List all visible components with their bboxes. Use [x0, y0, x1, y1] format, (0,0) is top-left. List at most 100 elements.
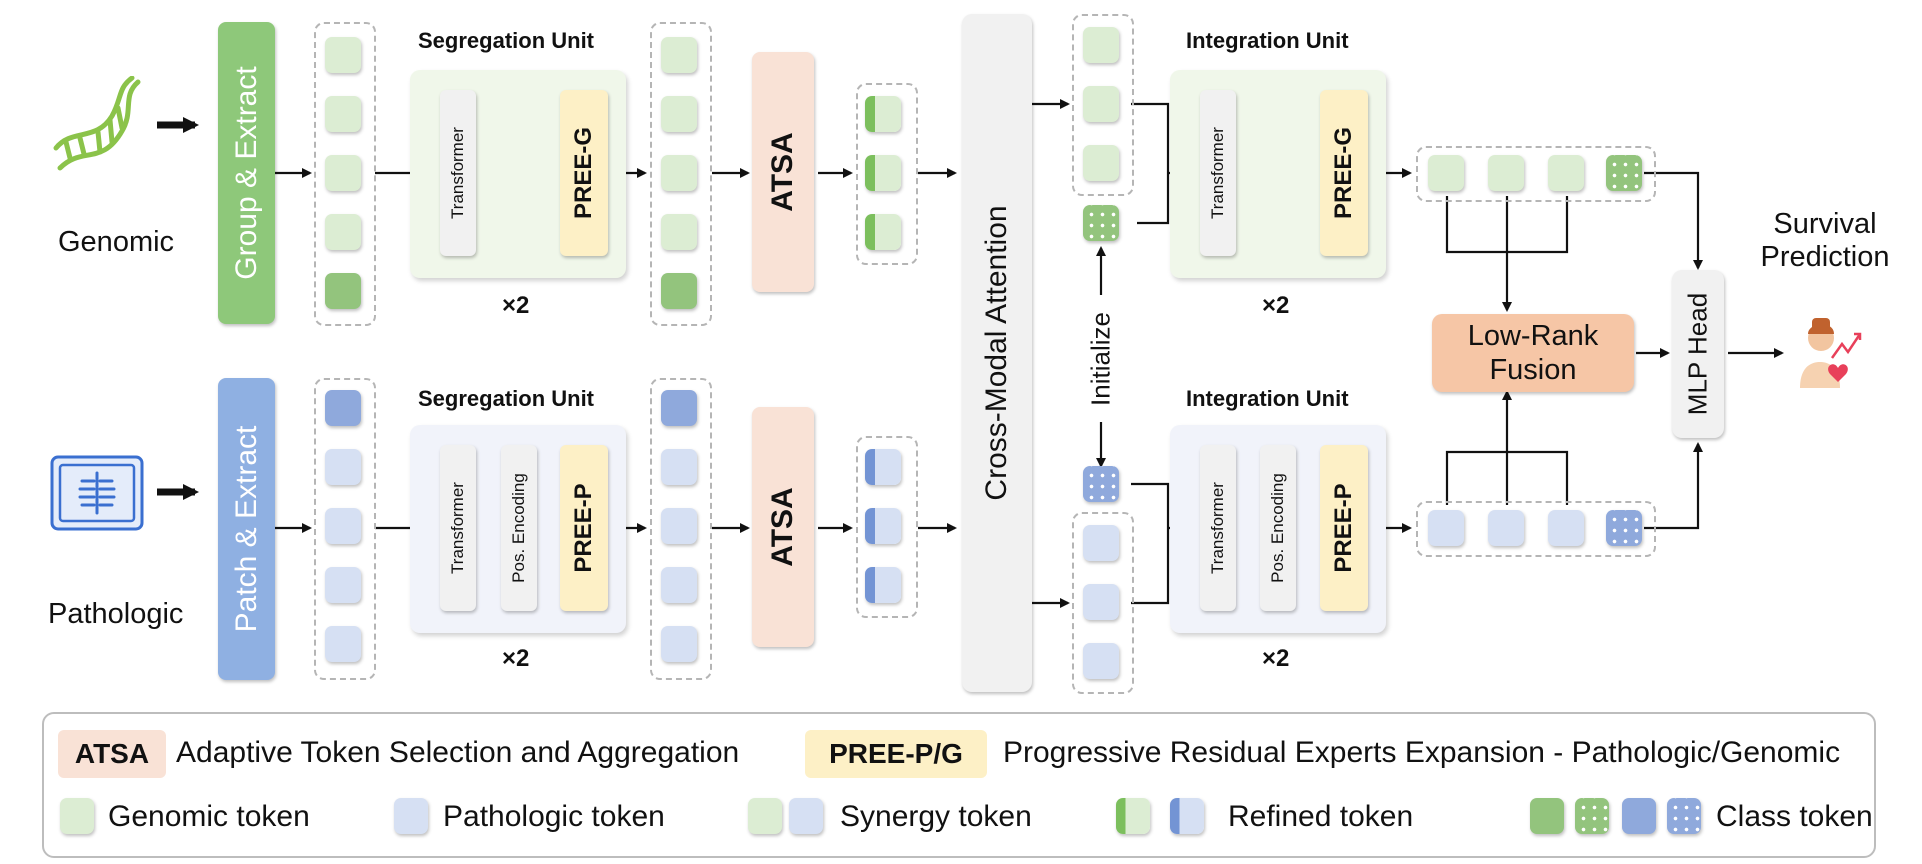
survival-prediction-label: Survival Prediction: [1760, 208, 1890, 273]
repeat-label: ×2: [1262, 292, 1290, 319]
legend-pathologic-token-swatch: [394, 798, 428, 834]
legend-genomic-token: Genomic token: [108, 800, 310, 833]
refined-genomic-token-group: [856, 83, 918, 265]
mlp-head-block: MLP Head: [1672, 270, 1724, 438]
group-extract-box: Group & Extract: [218, 22, 275, 324]
genomic-output-token-row: [1416, 146, 1656, 202]
pree-g-block: PREE-G: [560, 90, 608, 256]
pathologic-class-token: [661, 390, 697, 426]
pathologic-token: [325, 508, 361, 544]
pree-p-block: PREE-P: [1320, 445, 1368, 611]
pathologic-class-token: [1606, 510, 1642, 546]
legend-genomic-token-swatch: [60, 798, 94, 834]
dna-icon: [53, 76, 141, 171]
segregation-unit-title: Segregation Unit: [418, 28, 595, 53]
pathologic-output-token-row: [1416, 501, 1656, 557]
atsa-block-pathologic: ATSA: [752, 407, 814, 647]
pree-p-block: PREE-P: [560, 445, 608, 611]
legend-atsa-tag: ATSA: [58, 730, 166, 778]
genomic-class-token: [661, 273, 697, 309]
repeat-label: ×2: [502, 645, 530, 672]
repeat-label: ×2: [1262, 645, 1290, 672]
genomic-label: Genomic: [58, 226, 175, 258]
legend-synergy-token-swatch-g: [748, 798, 782, 834]
pathologic-class-token: [325, 390, 361, 426]
atsa-block-genomic: ATSA: [752, 52, 814, 292]
legend-refined-token-swatch-p: [1170, 798, 1204, 834]
legend-class-token-swatch-p: [1622, 798, 1656, 834]
pathologic-token: [661, 626, 697, 662]
genomic-token: [661, 37, 697, 73]
pathologic-token: [661, 567, 697, 603]
legend-refined-token: Refined token: [1228, 800, 1414, 833]
transformer-label: Transformer: [1208, 127, 1227, 219]
synergy-token-group: [1072, 512, 1134, 694]
transformer-label: Transformer: [448, 127, 467, 219]
segregation-unit-title: Segregation Unit: [418, 386, 595, 411]
synergy-token: [1488, 155, 1524, 191]
mlp-head-label: MLP Head: [1682, 292, 1713, 416]
pathologic-token: [325, 567, 361, 603]
synergy-token: [1548, 510, 1584, 546]
genomic-token: [325, 96, 361, 132]
genomic-token-group: [314, 22, 376, 326]
low-rank-fusion-label: Low-Rank Fusion: [1467, 320, 1599, 386]
cross-modal-attention-label: Cross-Modal Attention: [980, 205, 1013, 501]
genomic-class-token: [325, 273, 361, 309]
legend-class-token-swatch-g: [1530, 798, 1564, 834]
pathologic-token: [661, 508, 697, 544]
synergy-token: [1548, 155, 1584, 191]
synergy-token: [1428, 510, 1464, 546]
refined-pathologic-token: [865, 449, 901, 485]
low-rank-fusion-block: Low-Rank Fusion: [1432, 314, 1634, 392]
legend-atsa-desc: Adaptive Token Selection and Aggregation: [176, 736, 740, 769]
pathologic-token-group: [650, 378, 712, 680]
legend-synergy-token-swatch-p: [789, 798, 823, 834]
genomic-token-group: [650, 22, 712, 326]
initialize-label: Initialize: [1085, 312, 1116, 406]
pathologic-token-group: [314, 378, 376, 680]
pathologic-class-token: [1083, 466, 1119, 502]
refined-pathologic-token: [865, 567, 901, 603]
pree-g-label: PREE-G: [1330, 126, 1357, 220]
group-extract-label: Group & Extract: [229, 66, 263, 280]
legend-class-token-swatch-g-dots: [1575, 798, 1609, 834]
pree-g-block: PREE-G: [1320, 90, 1368, 256]
synergy-token: [1083, 86, 1119, 122]
pos-encoding-block: Pos. Encoding: [501, 445, 537, 611]
genomic-token: [325, 155, 361, 191]
cross-modal-attention-block: Cross-Modal Attention: [962, 14, 1032, 692]
synergy-token: [1488, 510, 1524, 546]
synergy-token: [1083, 27, 1119, 63]
atsa-label: ATSA: [766, 487, 799, 567]
pos-encoding-label: Pos. Encoding: [1268, 473, 1287, 583]
pathologic-token: [325, 449, 361, 485]
initialize-label-wrap: Initialize: [1086, 298, 1116, 420]
genomic-class-token: [1606, 155, 1642, 191]
integration-unit-title: Integration Unit: [1186, 386, 1349, 411]
legend-pree-tag: PREE-P/G: [805, 730, 987, 778]
synergy-token: [1083, 145, 1119, 181]
legend-refined-token-swatch-g: [1116, 798, 1150, 834]
legend-pathologic-token: Pathologic token: [443, 800, 665, 833]
refined-genomic-token: [865, 214, 901, 250]
pathologic-label: Pathologic: [48, 598, 184, 630]
synergy-token-group: [1072, 14, 1134, 196]
genomic-token: [661, 96, 697, 132]
transformer-label: Transformer: [448, 482, 467, 574]
patch-extract-label: Patch & Extract: [229, 425, 263, 633]
synergy-token: [1083, 525, 1119, 561]
refined-pathologic-token: [865, 508, 901, 544]
transformer-block: Transformer: [1200, 90, 1236, 256]
transformer-block: Transformer: [440, 90, 476, 256]
pree-p-label: PREE-P: [1330, 483, 1357, 573]
genomic-token: [325, 37, 361, 73]
pos-encoding-label: Pos. Encoding: [509, 473, 528, 583]
genomic-token: [661, 214, 697, 250]
legend-synergy-token: Synergy token: [840, 800, 1032, 833]
integration-unit-title: Integration Unit: [1186, 28, 1349, 53]
synergy-token: [1083, 584, 1119, 620]
refined-genomic-token: [865, 155, 901, 191]
synergy-token: [1428, 155, 1464, 191]
